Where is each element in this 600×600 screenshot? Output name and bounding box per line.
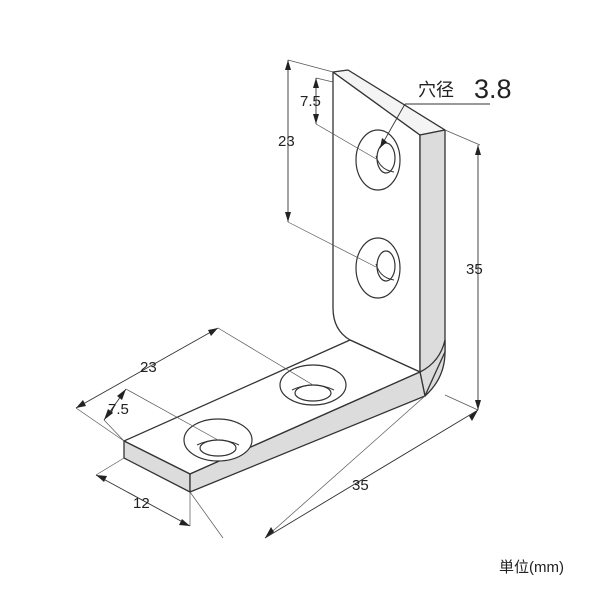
dim-height-label: 35 [466,261,483,278]
extension-lines [75,59,481,539]
dimension-lines [75,60,490,539]
dim-vertical-spacing-label: 23 [278,133,295,150]
dim-width-label: 12 [133,495,150,512]
dim-horizontal-spacing-label: 23 [140,359,157,376]
unit-label: 単位(mm) [499,559,564,576]
hole-diameter-prefix: 穴径 [418,80,454,100]
dimension-labels: 穴径 3.8 23 7.5 35 23 7.5 12 35 単位(mm) [108,74,564,576]
dim-horizontal-edge-label: 7.5 [108,401,129,418]
hole-diameter-value: 3.8 [474,74,512,104]
dim-length-label: 35 [352,477,369,494]
vertical-lower-hole [355,237,401,299]
bend-curve [419,339,446,397]
dim-vertical-edge-label: 7.5 [300,93,321,110]
